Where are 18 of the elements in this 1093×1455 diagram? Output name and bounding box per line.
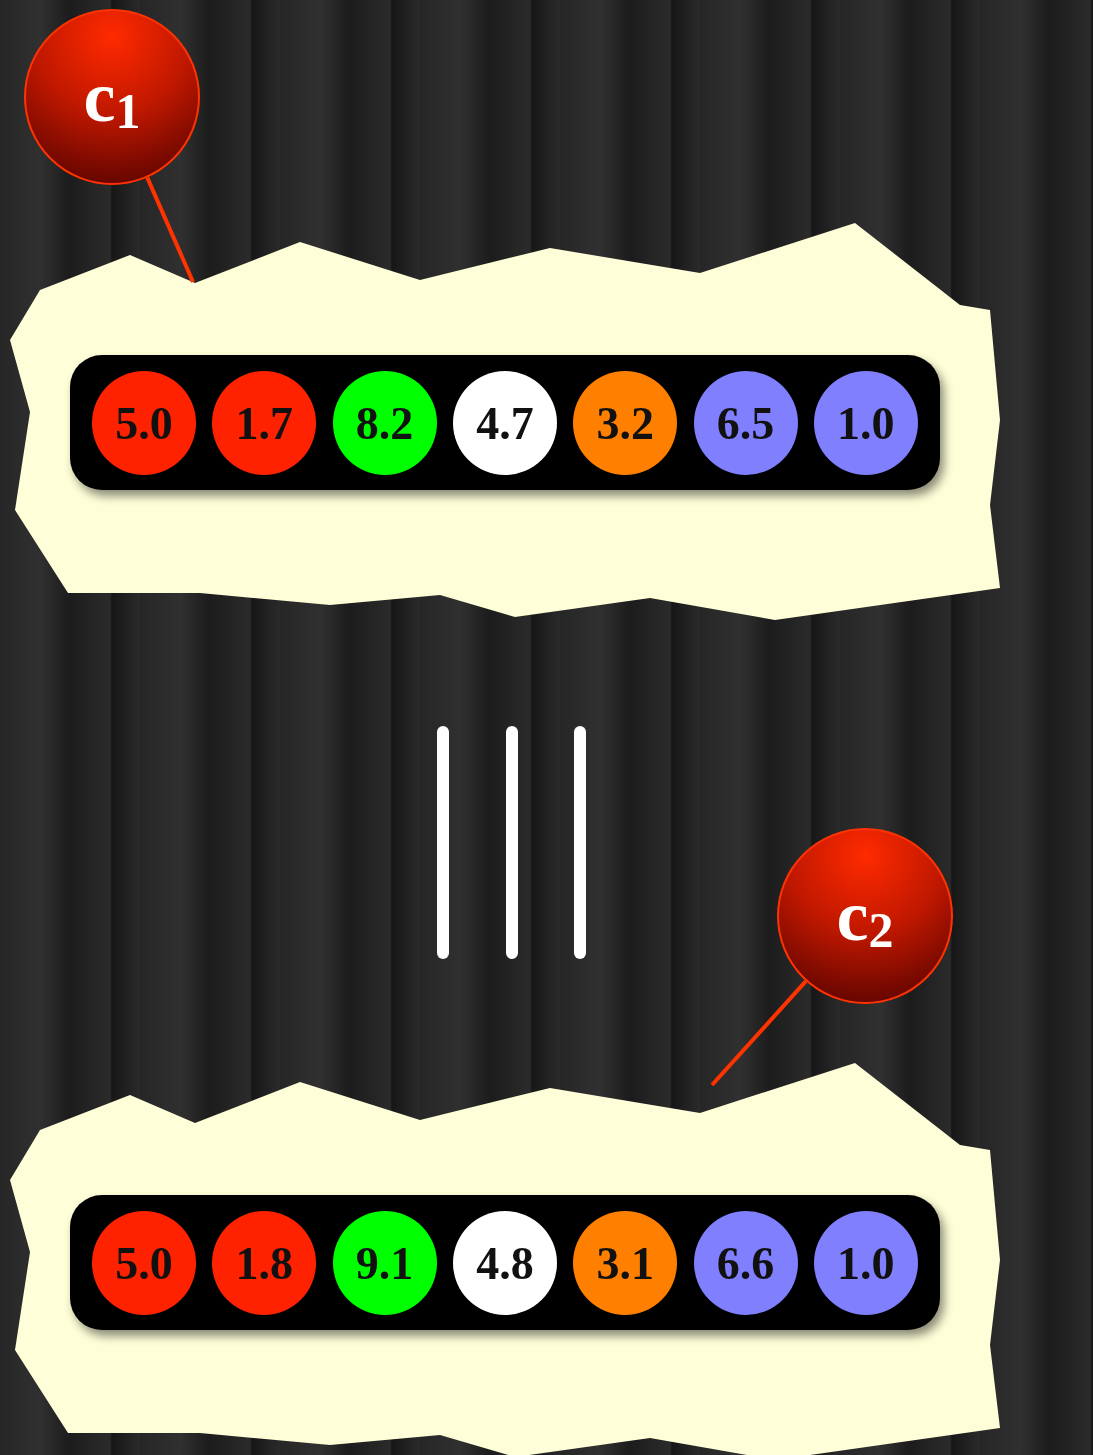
value-circle: 6.6 — [693, 1211, 798, 1315]
value-circle: 6.5 — [693, 371, 798, 475]
value-circle: 4.8 — [452, 1211, 557, 1315]
value-circle: 3.1 — [573, 1211, 678, 1315]
value-circle: 1.8 — [212, 1211, 317, 1315]
leader-line — [710, 979, 808, 1087]
value-circle: 8.2 — [332, 371, 437, 475]
value-circle: 3.2 — [573, 371, 678, 475]
value-circle: 5.0 — [92, 1211, 196, 1315]
value-circle: 4.7 — [452, 371, 557, 475]
value-circle: 1.0 — [813, 1211, 918, 1315]
value-bar — [70, 1195, 940, 1330]
leader-line — [145, 176, 195, 283]
value-bar — [70, 355, 940, 490]
value-circle: 1.7 — [212, 371, 317, 475]
value-circle: 1.0 — [813, 371, 918, 475]
value-circle: 5.0 — [92, 371, 196, 475]
value-circle: 9.1 — [332, 1211, 437, 1315]
